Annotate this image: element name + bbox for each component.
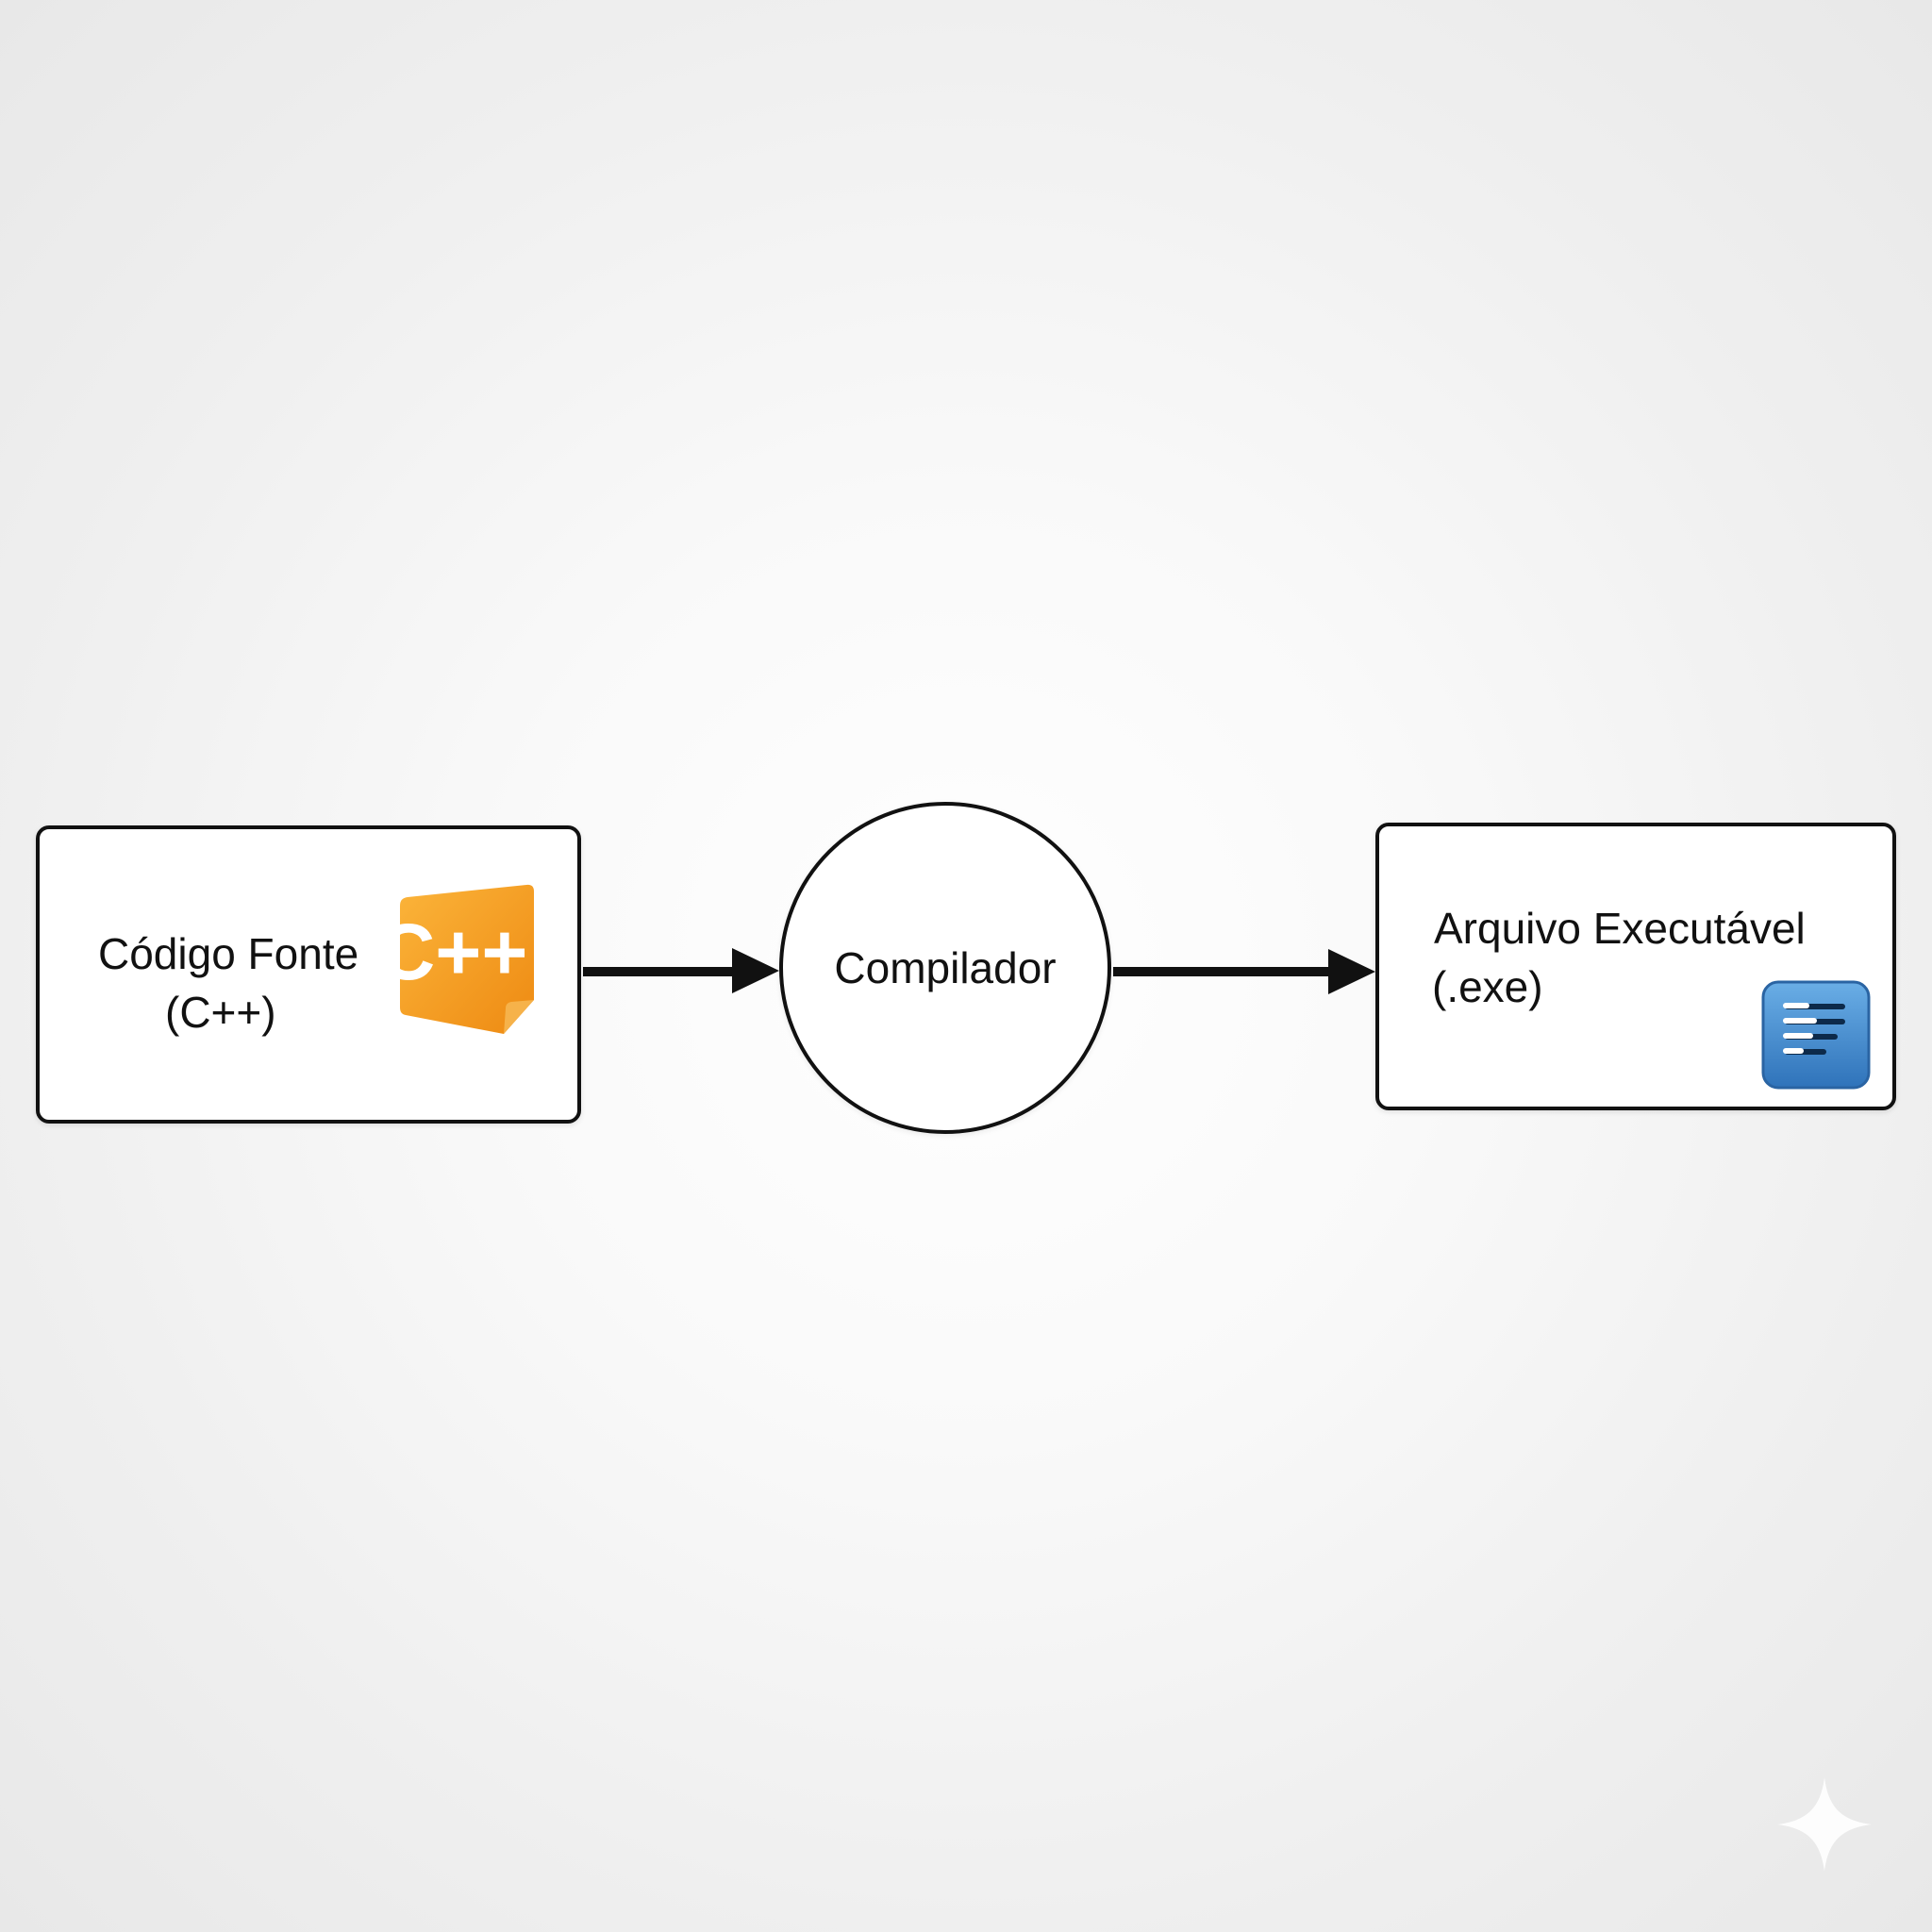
compiler-label: Compilador	[834, 943, 1057, 992]
executable-label: Arquivo Executável	[1434, 904, 1806, 953]
document-lines-icon	[1761, 980, 1871, 1090]
executable-sublabel: (.exe)	[1432, 962, 1543, 1011]
compiler-node	[779, 802, 1111, 1134]
cpp-file-icon: C++	[392, 884, 534, 1034]
source-code-label: Código Fonte	[98, 929, 359, 978]
cpp-icon-letter: C++	[392, 908, 527, 996]
source-code-sublabel: (C++)	[165, 988, 276, 1037]
edge-source-to-compiler	[583, 948, 779, 993]
edge-compiler-to-executable	[1113, 949, 1375, 994]
sparkle-watermark-icon	[1777, 1777, 1872, 1872]
